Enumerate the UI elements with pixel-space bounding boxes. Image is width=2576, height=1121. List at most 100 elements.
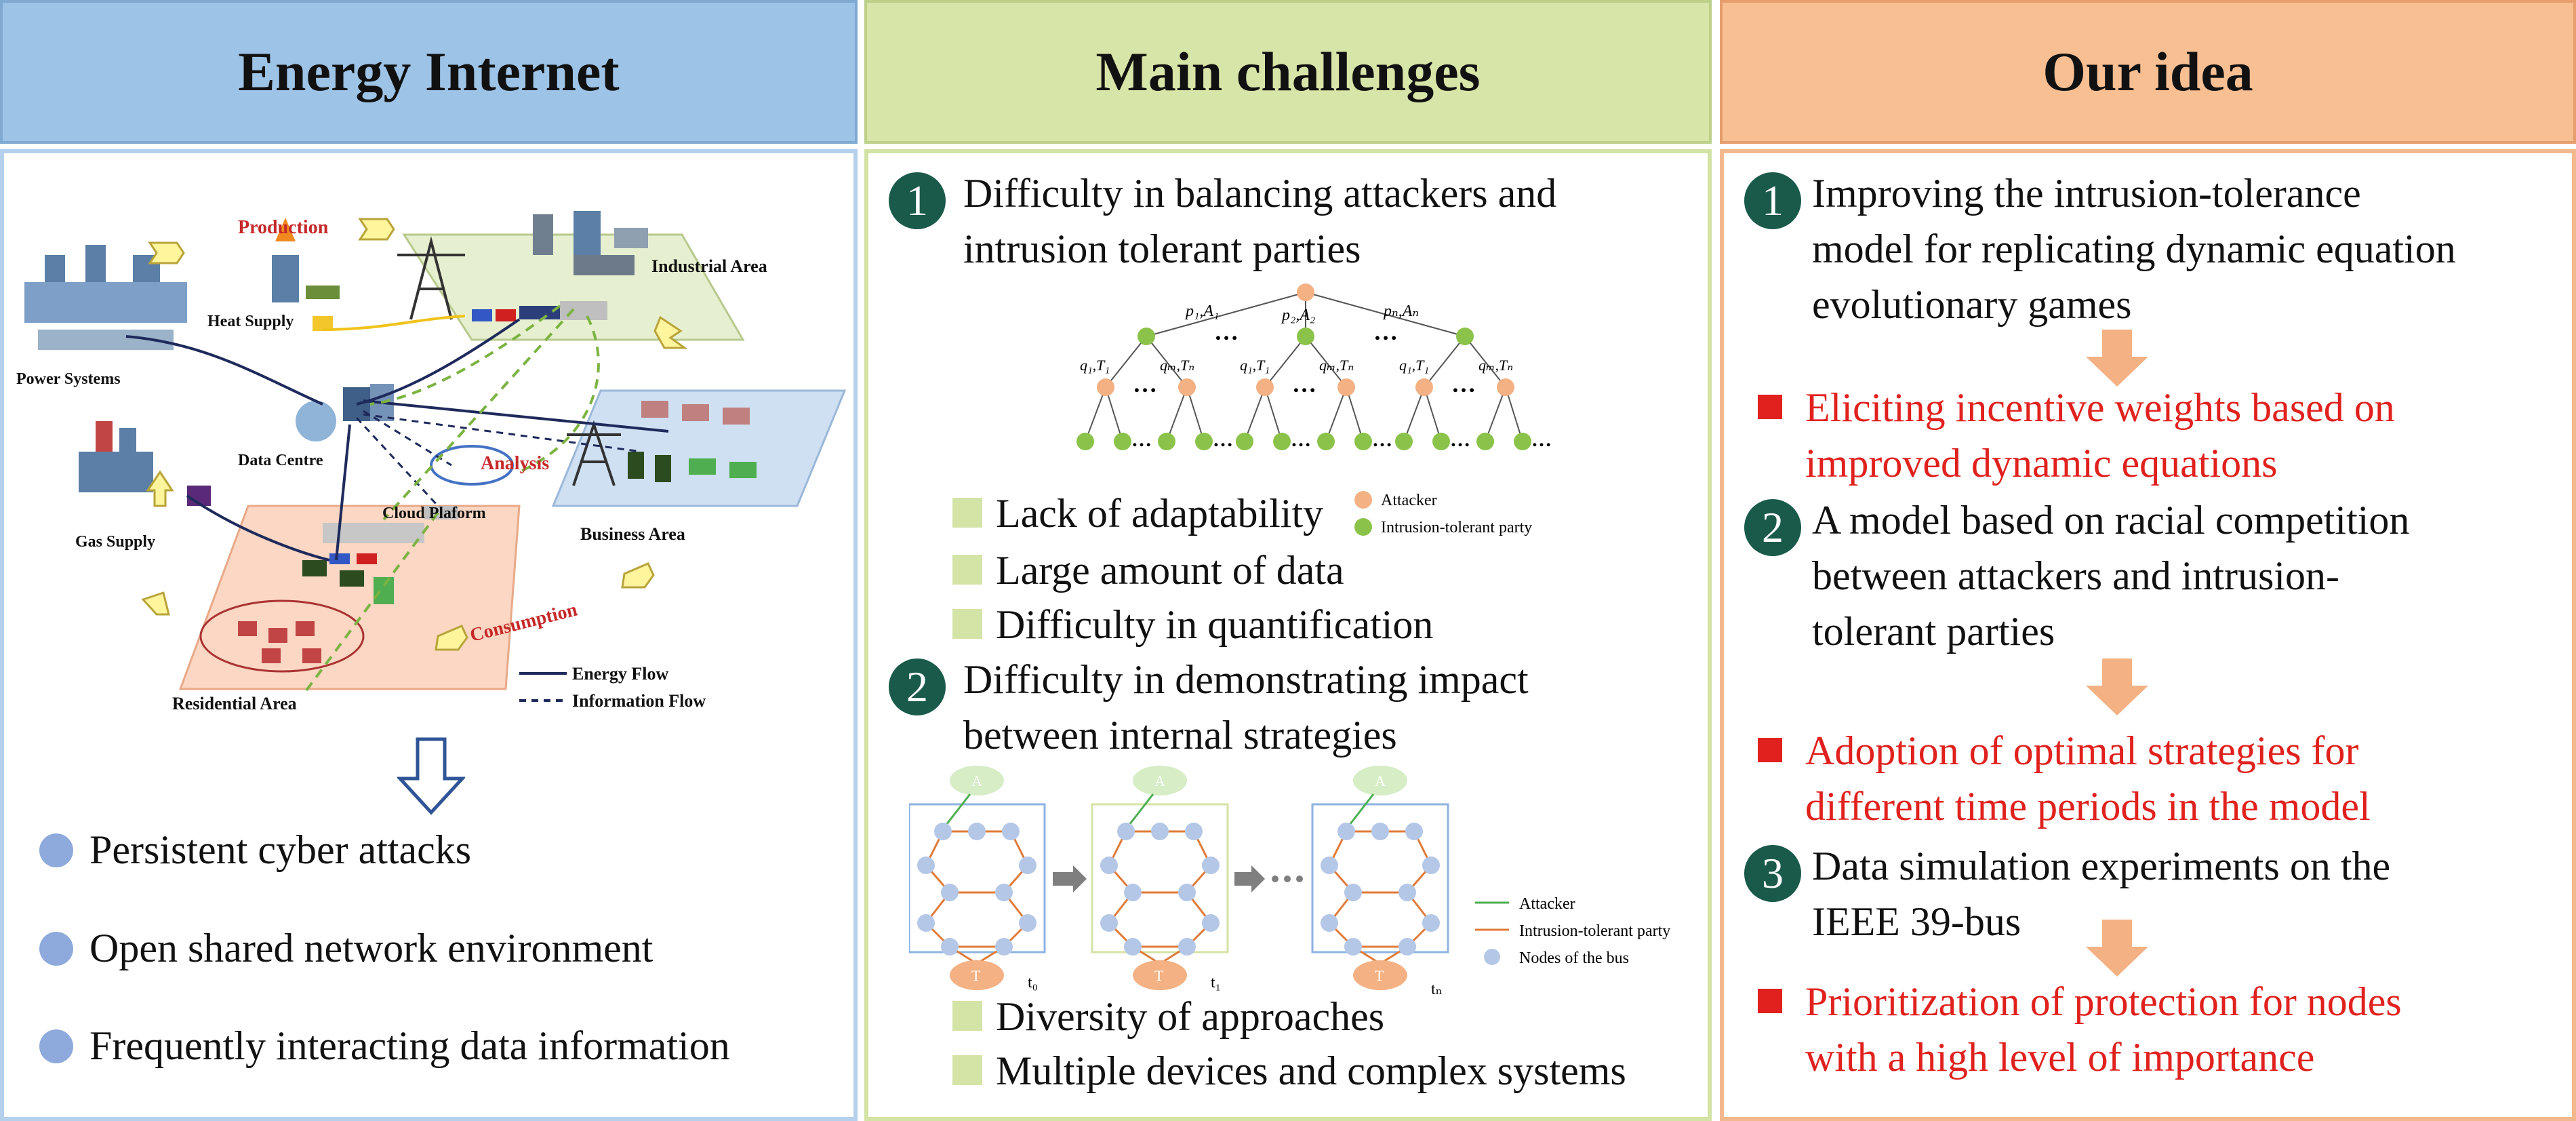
challenge-2-number: 2: [889, 658, 946, 715]
gas-supply-label: Gas Supply: [75, 533, 155, 551]
tree-legend: Attacker Intrusion-tolerant party: [1354, 491, 1532, 536]
our-idea-header: Our idea: [1720, 0, 2576, 144]
net-graph-tn: [1319, 764, 1441, 991]
challenge-2-bullet-devices: Multiple devices and complex systems: [996, 1048, 1626, 1093]
red-bullet-icon: [1758, 395, 1782, 419]
net-label-t: T: [1375, 967, 1384, 984]
tree-legend-tolerant: Intrusion-tolerant party: [1381, 519, 1532, 536]
down-arrow-icon: [397, 737, 465, 815]
net-legend-nodes: Nodes of the bus: [1519, 949, 1629, 967]
tree-label-qm: qₘ,Tₙ: [1319, 357, 1354, 374]
cloud-platform-icon: [424, 445, 514, 519]
our-idea-panel: 1 Improving the intrusion-tolerance mode…: [1720, 149, 2576, 1121]
result-2-line-1: Adoption of optimal strategies for: [1805, 728, 2359, 773]
bullet-square-icon: [952, 498, 982, 528]
svg-text:…: …: [1450, 429, 1470, 451]
main-challenges-header: Main challenges: [864, 0, 1712, 144]
bullet-open-network: Open shared network environment: [89, 926, 653, 970]
result-3-line-2: with a high level of importance: [1805, 1035, 2315, 1080]
industrial-buildings-icon: [533, 211, 648, 275]
residential-ring: [199, 599, 365, 673]
svg-text:…: …: [1291, 429, 1311, 451]
net-time-tn: tₙ: [1431, 981, 1443, 994]
net-label-a: A: [1154, 772, 1165, 789]
business-buildings-icon: [628, 401, 757, 482]
net-time-t1: t₁: [1211, 974, 1221, 991]
svg-text:…: …: [1451, 370, 1476, 397]
information-flow-lines: [355, 410, 642, 507]
gas-supply-icon: [79, 421, 211, 506]
tree-label-p2: p₂,A₂: [1281, 307, 1315, 324]
information-flow-legend-label: Information Flow: [572, 691, 706, 711]
idea-1-number: 1: [1744, 172, 1801, 229]
energy-flow-lines: [125, 318, 669, 562]
energy-internet-panel: Production Heat Supply Industrial Area P…: [0, 149, 858, 1121]
challenge-1-line-1: Difficulty in balancing attackers and: [963, 171, 1557, 216]
idea-3-number: 3: [1744, 845, 1801, 902]
main-challenges-panel: 1 Difficulty in balancing attackers and …: [864, 149, 1712, 1121]
residential-area-label: Residential Area: [172, 694, 297, 713]
net-label-a: A: [1375, 772, 1386, 789]
heat-supply-label: Heat Supply: [207, 313, 294, 330]
bullet-square-icon: [952, 1001, 982, 1031]
tree-label-qm: qₘ,Tₙ: [1160, 357, 1194, 374]
our-idea-column: Our idea 1 Improving the intrusion-toler…: [1720, 0, 2576, 1121]
idea-1-line-2: model for replicating dynamic equation: [1812, 227, 2456, 271]
result-1-line-1: Eliciting incentive weights based on: [1805, 385, 2395, 430]
main-challenges-column: Main challenges 1 Difficulty in balancin…: [864, 0, 1712, 1121]
legend-attacker-icon: [1354, 491, 1372, 509]
challenge-2-line-1: Difficulty in demonstrating impact: [963, 657, 1529, 702]
challenge-1-bullet-data: Large amount of data: [996, 548, 1344, 593]
bullet-square-icon: [952, 555, 982, 585]
net-label-a: A: [971, 772, 982, 789]
orange-down-arrow-icon: [2086, 330, 2148, 387]
bullet-dot-icon: [39, 932, 73, 966]
svg-text:…: …: [1372, 429, 1392, 451]
power-tower-icon: [397, 236, 621, 486]
game-tree-diagram: p₁,A₁ p₂,A₂ pₙ,Aₙ … … q₁,T₁ qₘ,Tₙ q₁,T₁ …: [1076, 283, 1552, 451]
idea-3-line-2: IEEE 39-bus: [1812, 899, 2021, 944]
cloud-platform-label: Cloud Plaform: [382, 505, 486, 522]
red-bullet-icon: [1758, 989, 1782, 1013]
net-step-arrow: [1053, 865, 1087, 892]
idea-2-line-1: A model based on racial competition: [1812, 498, 2410, 543]
red-bullet-icon: [1758, 738, 1782, 762]
net-graph-t1: [1099, 764, 1221, 991]
tree-label-pn: pₙ,Aₙ: [1382, 302, 1419, 320]
idea-1-line-3: evolutionary games: [1812, 282, 2132, 327]
svg-text:…: …: [1131, 429, 1152, 451]
tolerant-nodes: [1076, 328, 1531, 450]
challenge-1-bullet-adaptability: Lack of adaptability: [996, 491, 1324, 536]
business-area-label: Business Area: [580, 524, 685, 544]
tree-label-q1: q₁,T₁: [1080, 357, 1110, 374]
result-3-line-1: Prioritization of protection for nodes: [1805, 979, 2402, 1024]
net-label-t: T: [971, 967, 981, 984]
energy-internet-column: Energy Internet: [0, 0, 858, 1121]
net-legend-tolerant: Intrusion-tolerant party: [1519, 922, 1670, 940]
net-time-t0: t₀: [1028, 974, 1038, 991]
challenge-1-bullet-quantification: Difficulty in quantification: [996, 602, 1434, 647]
tree-legend-attacker: Attacker: [1381, 492, 1437, 509]
green-dashed-lines: [301, 304, 600, 697]
energy-flow-legend-label: Energy Flow: [572, 664, 668, 684]
svg-text:…: …: [1213, 429, 1233, 451]
net-label-t: T: [1154, 967, 1164, 984]
power-systems-label: Power Systems: [16, 370, 121, 388]
orange-down-arrow-icon: [2086, 920, 2148, 977]
tree-ellipsis: …: [1373, 318, 1398, 345]
idea-2-line-2: between attackers and intrusion-: [1812, 553, 2340, 598]
svg-text:…: …: [1292, 370, 1316, 397]
net-legend-node-icon: [1484, 949, 1500, 965]
business-area-platform: [551, 389, 847, 507]
net-legend-attacker: Attacker: [1519, 895, 1575, 913]
bullet-dot-icon: [39, 1029, 73, 1063]
bullet-interacting-data: Frequently interacting data information: [89, 1023, 730, 1068]
data-centre-icon: [296, 384, 394, 441]
legend-tolerant-icon: [1354, 518, 1372, 536]
orange-down-arrow-icon: [2086, 658, 2148, 715]
result-1-line-2: improved dynamic equations: [1805, 441, 2278, 486]
idea-2-number: 2: [1744, 499, 1801, 556]
tree-label-p1: p₁,A₁: [1184, 302, 1219, 320]
challenge-1-number: 1: [889, 172, 946, 229]
tree-ellipsis: …: [1214, 318, 1239, 345]
